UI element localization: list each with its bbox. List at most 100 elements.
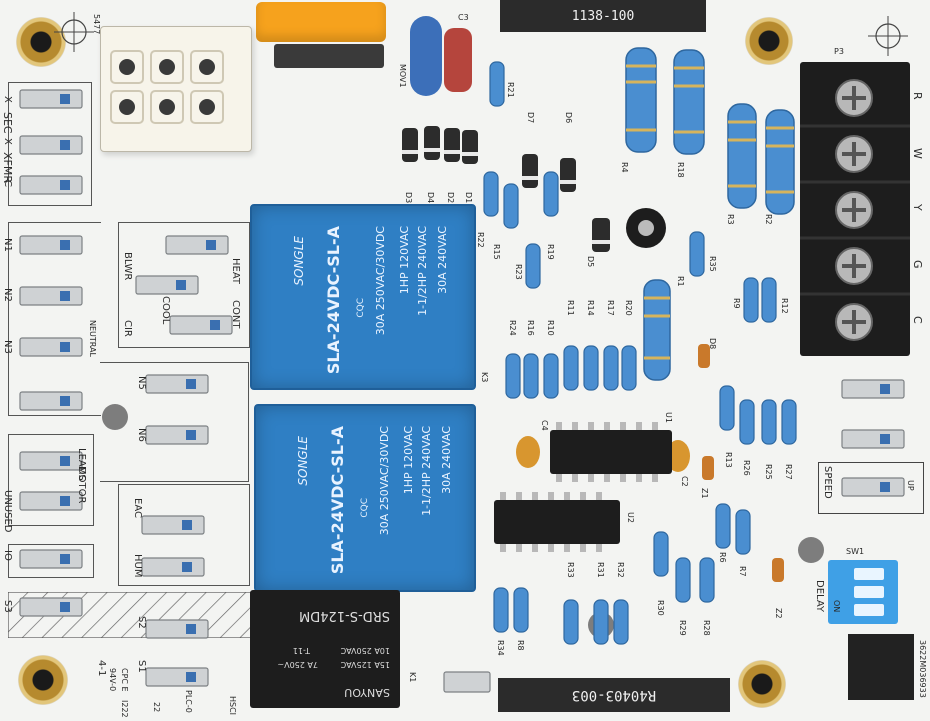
relay-2-rating1: 30A 250VAC/30VDC xyxy=(378,426,391,536)
relay-2-model: SLA-24VDC-SL-A xyxy=(328,426,347,575)
fiducial-crosshair xyxy=(868,16,908,56)
label-p3: P3 xyxy=(834,47,844,56)
relay-2-rating3: 1-1/2HP 240VAC xyxy=(420,426,433,516)
label-c3: C3 xyxy=(458,13,469,22)
eac-hum-box xyxy=(118,484,250,586)
label-i222: I222 xyxy=(120,700,129,718)
label-speed: SPEED xyxy=(822,466,833,499)
leads-box xyxy=(8,434,94,526)
label-k1: K1 xyxy=(408,672,417,683)
label-up: UP xyxy=(906,480,915,491)
label-r31: R31 xyxy=(596,562,605,578)
label-eac: EAC xyxy=(132,498,143,518)
label-cont: CONT xyxy=(230,300,241,329)
label-hsci: HSCI xyxy=(228,696,237,716)
label-plc: PLC-0 xyxy=(184,690,193,713)
blade-fuse xyxy=(256,2,386,42)
relay-2-cert: CQC xyxy=(360,498,370,518)
terminal-block xyxy=(800,62,910,356)
label-r34: R34 xyxy=(496,640,505,656)
label-r13: R13 xyxy=(724,452,733,468)
small-relay-model: SRD-S-124DM xyxy=(299,608,390,623)
label-s1: S1 xyxy=(136,660,147,673)
label-c4: C4 xyxy=(540,420,549,431)
label-on: ON xyxy=(832,600,841,613)
relay-1-rating2: 1HP 120VAC xyxy=(398,226,411,295)
label-r11: R11 xyxy=(566,300,575,316)
relay-1-brand: SONGLE xyxy=(292,236,306,286)
label-r28: R28 xyxy=(702,620,711,636)
n5-n6-box xyxy=(100,362,249,482)
label-r10: R10 xyxy=(546,320,555,336)
bottom-part-number: R40403-003 xyxy=(498,678,730,712)
label-n5: N5 xyxy=(136,376,147,390)
terminal-letter-r: R xyxy=(911,92,924,100)
label-d7: D7 xyxy=(526,112,535,124)
relay-2-brand: SONGLE xyxy=(296,436,310,486)
label-c: C xyxy=(2,180,13,187)
relay-2-rating4: 30A 240VAC xyxy=(440,426,453,494)
capacitor-c3 xyxy=(444,28,472,92)
label-r27: R27 xyxy=(784,464,793,480)
label-n6: N6 xyxy=(136,428,147,442)
small-relay-rating1: 15A 125VAC xyxy=(340,660,390,669)
label-5477: 5477 xyxy=(92,14,101,35)
label-r29: R29 xyxy=(678,620,687,636)
relay-1-cert: CQC xyxy=(356,298,366,318)
label-cir: CIR xyxy=(122,320,133,337)
label-r26: R26 xyxy=(742,460,751,476)
label-leads: LEADS xyxy=(76,448,87,481)
mount-hole-bottom-middle xyxy=(738,660,786,708)
gray-dot xyxy=(102,404,128,430)
label-r7: R7 xyxy=(738,566,747,577)
sec-xfmr-box xyxy=(8,82,92,206)
label-blwr: BLWR xyxy=(122,252,133,281)
label-x: X xyxy=(2,138,13,145)
label-neutral: NEUTRAL xyxy=(88,320,97,357)
label-r18: R18 xyxy=(676,162,685,178)
label-xfmr: XFMR xyxy=(1,152,14,183)
label-u1: U1 xyxy=(664,412,673,423)
six-pin-connector xyxy=(100,26,252,152)
label-delay: DELAY xyxy=(814,580,825,612)
dip-switch[interactable] xyxy=(828,560,898,624)
relay-1-rating1: 30A 250VAC/30VDC xyxy=(374,226,387,336)
label-r22: R22 xyxy=(476,232,485,248)
label-s2: S2 xyxy=(136,616,147,629)
label-d3: D3 xyxy=(404,192,413,204)
label-hum: HUM xyxy=(132,554,143,578)
label-z1: Z1 xyxy=(700,488,709,499)
relay-2: SONGLE SLA-24VDC-SL-A 30A 250VAC/30VDC 1… xyxy=(254,404,476,592)
small-relay-rating2: 10A 250VAC xyxy=(340,646,390,655)
label-r35: R35 xyxy=(708,256,717,272)
label-c2: C2 xyxy=(680,476,689,487)
relay-1-rating3: 1-1/2HP 240VAC xyxy=(416,226,429,316)
speed-box xyxy=(818,462,924,514)
label-r9: R9 xyxy=(732,298,741,309)
label-n2: N2 xyxy=(2,288,13,302)
label-r15: R15 xyxy=(492,244,501,260)
label-u2: U2 xyxy=(626,512,635,523)
label-k3: K3 xyxy=(480,372,489,383)
neutral-box xyxy=(8,222,101,416)
label-r16: R16 xyxy=(526,320,535,336)
small-relay: SANYOU 15A 125VAC 10A 250VAC 7A 250V~ T-… xyxy=(250,590,400,708)
label-r21: R21 xyxy=(506,82,515,98)
label-r20: R20 xyxy=(624,300,633,316)
label-r14: R14 xyxy=(586,300,595,316)
label-mov1: MOV1 xyxy=(398,64,407,88)
label-cool: COOL xyxy=(160,296,171,325)
label-s3: S3 xyxy=(2,600,13,613)
blwr-box xyxy=(118,222,250,348)
label-r30: R30 xyxy=(656,600,665,616)
label-sec: SEC xyxy=(1,112,14,134)
label-r1: R1 xyxy=(676,276,685,287)
label-r23: R23 xyxy=(514,264,523,280)
label-cpc: CPC E xyxy=(120,668,129,692)
label-4-1: 4-1 xyxy=(96,660,107,677)
mov-varistor xyxy=(410,16,442,96)
relay-1-model: SLA-24VDC-SL-A xyxy=(324,226,343,375)
label-r25: R25 xyxy=(764,464,773,480)
